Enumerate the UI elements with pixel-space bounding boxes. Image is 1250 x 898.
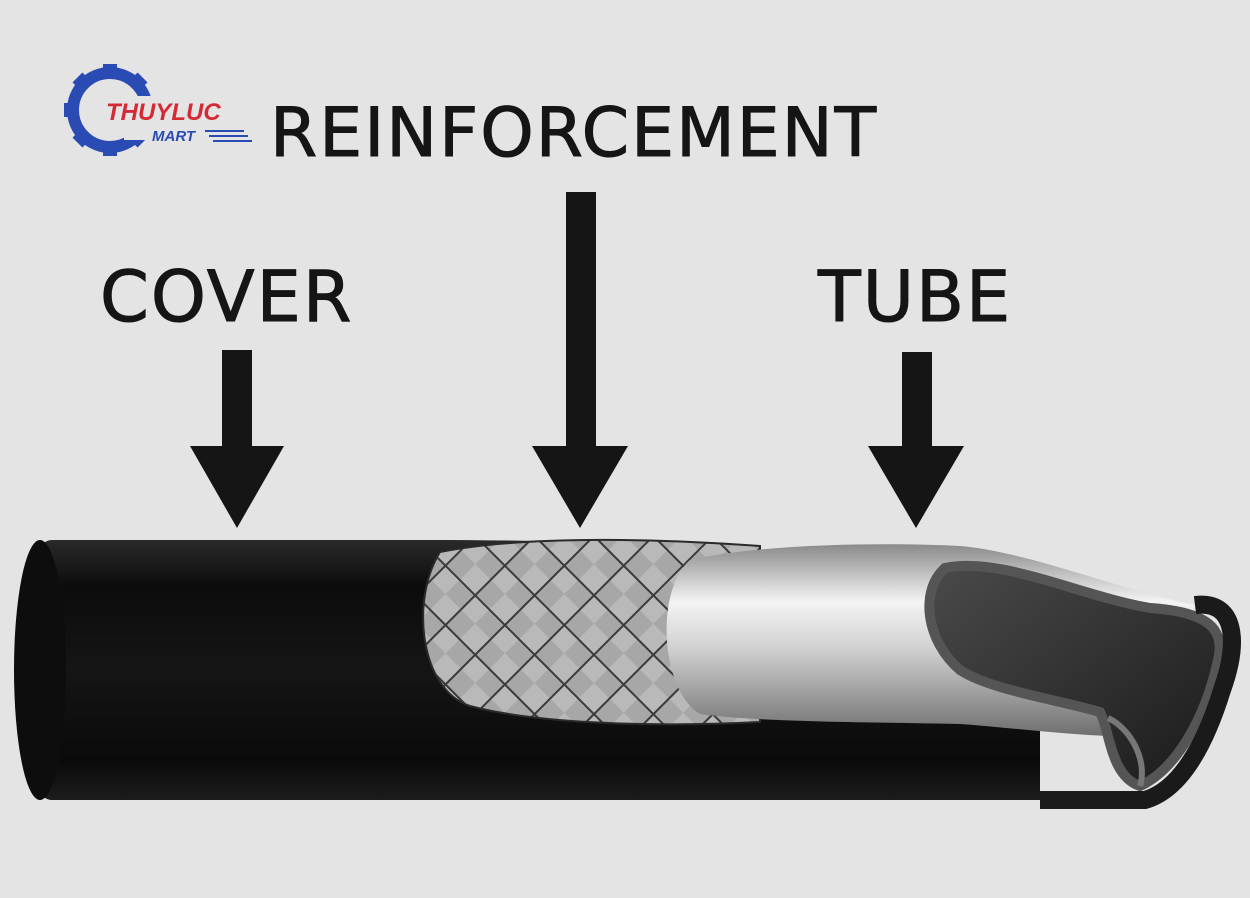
logo-word-mart: MART [152, 128, 197, 145]
logo-speed-lines [205, 130, 252, 142]
arrow-cover [190, 350, 284, 528]
reinforcement-label: REINFORCEMENT [269, 94, 879, 173]
inner-bore [924, 560, 1225, 792]
arrow-tube [868, 352, 964, 528]
outer-rim [1040, 595, 1241, 809]
cover-end-cap [14, 540, 66, 800]
arrow-reinforcement [532, 192, 628, 528]
cover-label: COVER [100, 256, 354, 338]
inner-bore-lip [1106, 715, 1145, 787]
tube-label: TUBE [817, 256, 1013, 338]
logo-word-thuyluc: THUYLUC [106, 99, 221, 126]
thuyluc-mart-logo: THUYLUC MART [64, 64, 252, 156]
gear-icon [64, 64, 244, 156]
